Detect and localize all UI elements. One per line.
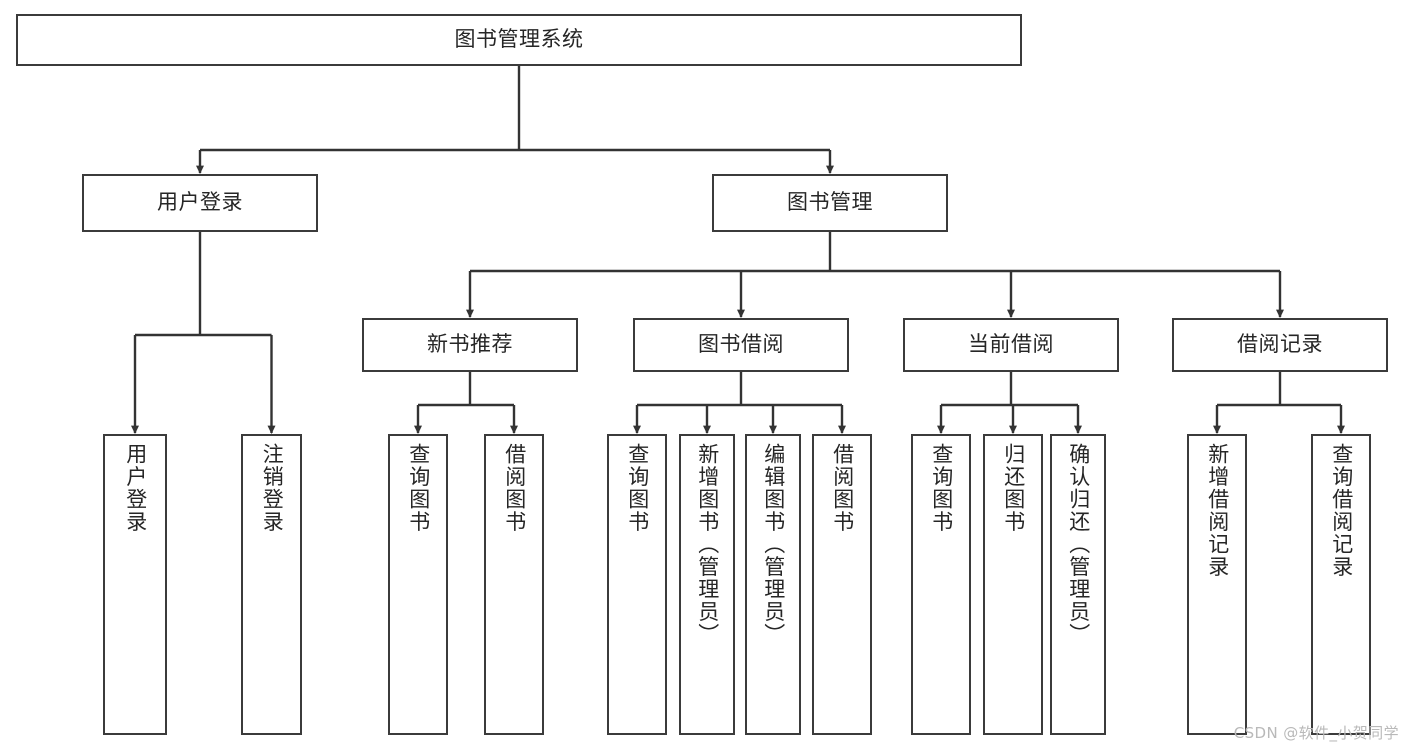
node-label-l-return: 归还图书 [1001, 443, 1026, 533]
node-l-query1[interactable]: 查询图书 [388, 434, 448, 735]
node-current[interactable]: 当前借阅 [903, 318, 1119, 372]
node-l-login[interactable]: 用户登录 [103, 434, 167, 735]
node-label-l-query1: 查询图书 [406, 443, 431, 533]
node-label-l-login: 用户登录 [123, 443, 148, 533]
csdn-watermark: CSDN @软件_小贺同学 [1233, 724, 1399, 742]
node-label-current: 当前借阅 [968, 332, 1054, 357]
node-label-l-borrow2: 借阅图书 [830, 443, 855, 533]
node-l-confirm[interactable]: 确认归还（管理员） [1050, 434, 1106, 735]
node-label-borrow: 图书借阅 [698, 332, 784, 357]
node-l-query2[interactable]: 查询图书 [607, 434, 667, 735]
node-l-edit[interactable]: 编辑图书（管理员） [745, 434, 801, 735]
node-borrow[interactable]: 图书借阅 [633, 318, 849, 372]
node-l-query3[interactable]: 查询图书 [911, 434, 971, 735]
node-login[interactable]: 用户登录 [82, 174, 318, 232]
node-label-bookmgmt: 图书管理 [787, 190, 873, 215]
node-l-return[interactable]: 归还图书 [983, 434, 1043, 735]
node-label-l-add: 新增图书（管理员） [695, 443, 720, 646]
node-label-l-addrec: 新增借阅记录 [1205, 443, 1230, 578]
node-label-newbook: 新书推荐 [427, 332, 513, 357]
node-label-l-borrow1: 借阅图书 [502, 443, 527, 533]
node-label-l-query2: 查询图书 [625, 443, 650, 533]
node-label-l-queryrec: 查询借阅记录 [1329, 443, 1354, 578]
node-label-l-edit: 编辑图书（管理员） [761, 443, 786, 646]
node-l-queryrec[interactable]: 查询借阅记录 [1311, 434, 1371, 735]
node-label-root: 图书管理系统 [454, 27, 584, 52]
node-label-l-logout: 注销登录 [260, 443, 285, 533]
node-label-l-query3: 查询图书 [929, 443, 954, 533]
node-l-add[interactable]: 新增图书（管理员） [679, 434, 735, 735]
node-label-records: 借阅记录 [1237, 332, 1323, 357]
node-label-login: 用户登录 [157, 190, 243, 215]
node-root[interactable]: 图书管理系统 [16, 14, 1022, 66]
node-l-logout[interactable]: 注销登录 [241, 434, 302, 735]
node-newbook[interactable]: 新书推荐 [362, 318, 578, 372]
node-l-borrow1[interactable]: 借阅图书 [484, 434, 544, 735]
node-l-addrec[interactable]: 新增借阅记录 [1187, 434, 1247, 735]
node-bookmgmt[interactable]: 图书管理 [712, 174, 948, 232]
node-l-borrow2[interactable]: 借阅图书 [812, 434, 872, 735]
node-label-l-confirm: 确认归还（管理员） [1066, 443, 1091, 646]
node-records[interactable]: 借阅记录 [1172, 318, 1388, 372]
